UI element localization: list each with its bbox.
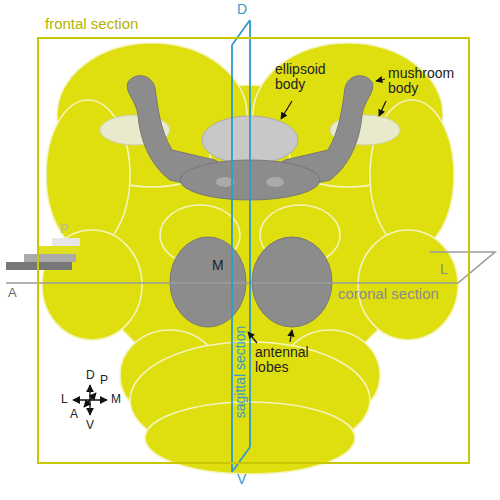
axis-letter: L (440, 262, 448, 277)
axis-letter: V (237, 472, 246, 487)
coronal-stack (6, 238, 80, 270)
compass-letter: P (100, 374, 108, 387)
leader-lines (248, 79, 386, 343)
compass-letter: V (86, 419, 94, 432)
central-detail (266, 177, 284, 187)
compass-letter: L (61, 393, 68, 406)
section-frame: frontal section (37, 37, 470, 464)
axis-letter: A (8, 286, 17, 300)
compass-letter: D (86, 369, 95, 382)
plane-label: coronal section (338, 286, 439, 303)
plane-label: sagittal section (233, 326, 248, 419)
structure-label: mushroom body (388, 66, 462, 97)
structure-label: ellipsoid body (275, 62, 339, 93)
axis-letter: M (212, 258, 224, 273)
antennal-lobe-shape (170, 237, 246, 327)
structure-label: antennal lobes (255, 345, 321, 376)
compass-letter: A (70, 408, 78, 421)
compass-letter: M (111, 393, 121, 406)
axis-letter: D (237, 2, 247, 17)
compass (73, 385, 107, 415)
antennal-lobe-shape (252, 237, 332, 327)
axis-letter: P (60, 222, 69, 236)
section-title: frontal section (45, 15, 474, 32)
sagittal-plane (232, 20, 250, 472)
